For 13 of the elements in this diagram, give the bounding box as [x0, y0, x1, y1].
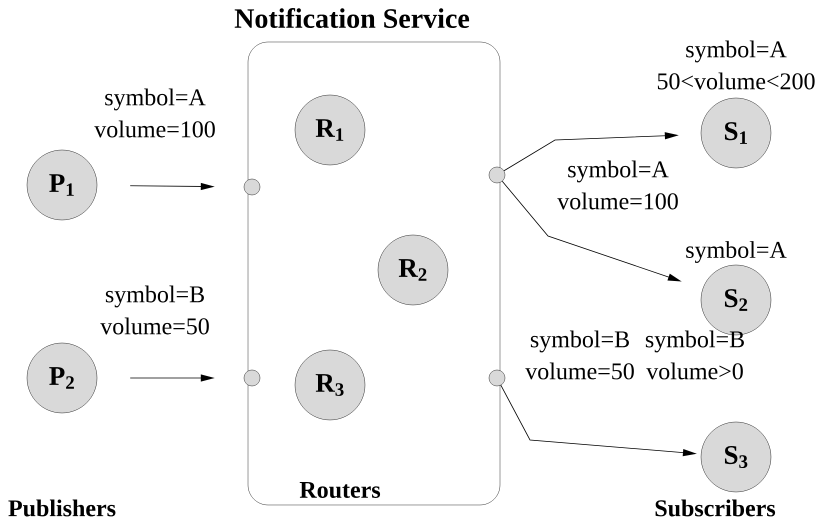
port-circle	[488, 166, 506, 184]
subscription-label: symbol=A	[686, 241, 787, 263]
port-circle	[244, 370, 260, 386]
group-heading: Publishers	[8, 500, 116, 516]
port-circle	[488, 370, 506, 386]
edge-label: symbol=A volume=100	[94, 88, 215, 138]
edge-label: symbol=B volume=50	[100, 286, 209, 334]
subscription-label: symbol=A 50<volume<200	[658, 40, 815, 90]
port-circle	[244, 178, 260, 196]
heading: Routers	[300, 482, 380, 498]
heading: Notification Service	[234, 8, 470, 28]
edge-label: symbol=B volume=50	[525, 330, 634, 380]
condition-label: symbol=A volume=100	[557, 160, 678, 210]
